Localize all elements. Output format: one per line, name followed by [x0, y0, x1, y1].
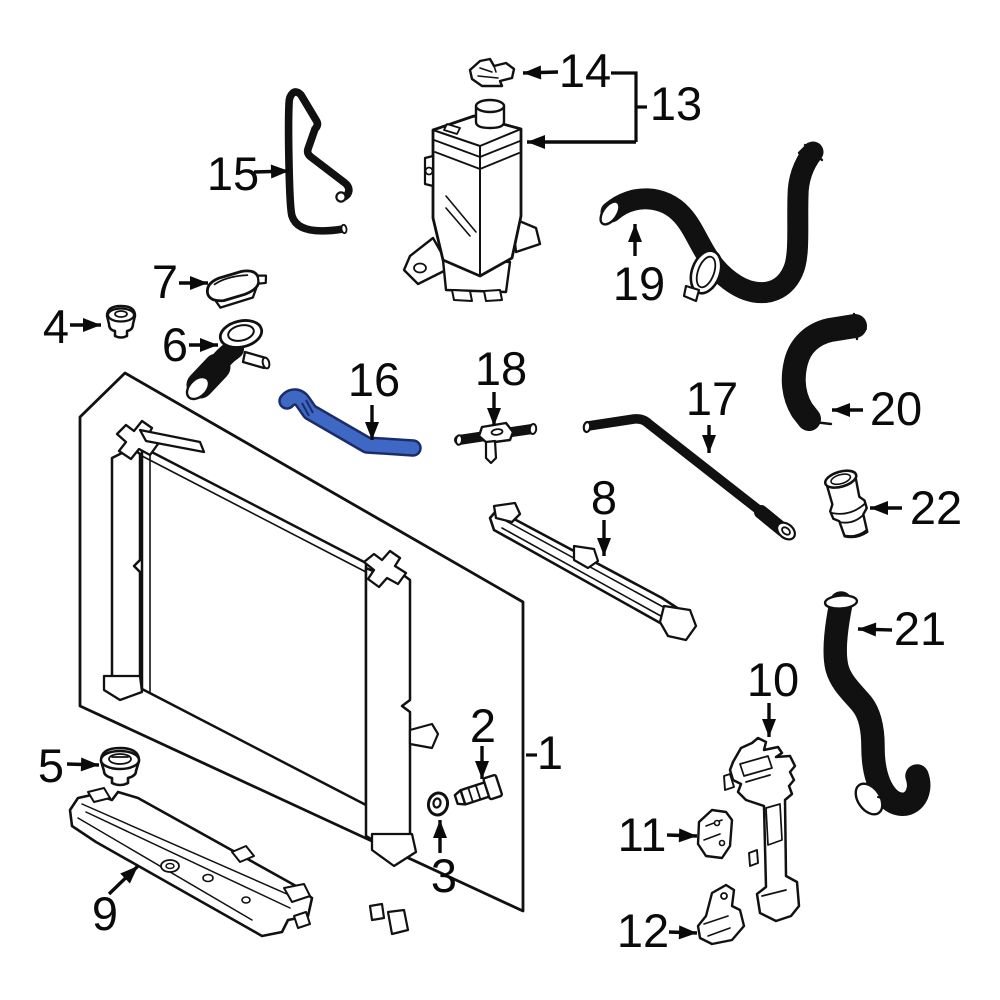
- right-top-clip: [362, 549, 408, 589]
- part-17-water-pipe[interactable]: [582, 414, 798, 543]
- callout-label-21[interactable]: 21: [894, 602, 946, 655]
- part-2-drain-plug[interactable]: [453, 773, 503, 810]
- callout-label-18[interactable]: 18: [475, 342, 527, 395]
- part-6-water-inlet[interactable]: [183, 317, 271, 404]
- part-16-highlighted-hose[interactable]: [278, 388, 422, 457]
- part-9-lower-air-guide[interactable]: [68, 787, 314, 938]
- part-11-small-bracket-upper[interactable]: [696, 808, 734, 860]
- callout-label-20[interactable]: 20: [870, 382, 922, 435]
- part-21-lower-radiator-hose[interactable]: [823, 591, 931, 819]
- callout-label-12[interactable]: 12: [617, 904, 669, 957]
- callout-label-14[interactable]: 14: [559, 44, 611, 97]
- callout-arrow-9: [107, 864, 140, 896]
- callout-label-3[interactable]: 3: [431, 849, 457, 902]
- callout-label-19[interactable]: 19: [613, 257, 665, 310]
- part-3-drain-plug-gasket[interactable]: [426, 791, 450, 817]
- callout-label-17[interactable]: 17: [686, 372, 738, 425]
- callout-arrow-21: [857, 622, 893, 637]
- part-10-side-support-bracket[interactable]: [723, 736, 801, 923]
- callout-label-22[interactable]: 22: [910, 481, 962, 534]
- part-5-grommet-lower[interactable]: [99, 746, 141, 787]
- callout-label-5[interactable]: 5: [38, 739, 64, 792]
- right-member-foot: [370, 832, 418, 868]
- part-12-small-bracket-lower[interactable]: [696, 883, 746, 946]
- callout-arrow-15: [253, 164, 290, 179]
- part-22-inlet-connector[interactable]: [820, 467, 873, 541]
- callout-label-15[interactable]: 15: [207, 147, 259, 200]
- callout-label-11[interactable]: 11: [618, 808, 667, 861]
- hose-crease-lines: [301, 399, 314, 417]
- right-side-member: [364, 566, 412, 850]
- part-4-grommet-upper[interactable]: [105, 304, 137, 339]
- callout-label-7[interactable]: 7: [152, 255, 178, 308]
- callout-label-4[interactable]: 4: [43, 300, 69, 353]
- upper-bar: [138, 428, 206, 454]
- part-1-radiator-assembly[interactable]: [78, 371, 525, 936]
- left-side-member: [110, 446, 142, 690]
- right-side-tab: [408, 722, 440, 750]
- callout-bracket-13: [611, 71, 647, 142]
- callout-label-10[interactable]: 10: [747, 653, 799, 706]
- callout-label-2[interactable]: 2: [470, 699, 496, 752]
- core-header-lines: [141, 450, 367, 694]
- callout-arrow-14: [522, 65, 559, 80]
- callout-arrow-12: [668, 925, 698, 940]
- callout-label-8[interactable]: 8: [591, 471, 617, 524]
- part-8-upper-support-bar[interactable]: [488, 501, 698, 642]
- part-19-upper-radiator-hose[interactable]: [597, 141, 824, 304]
- callout-label-1[interactable]: 1: [537, 726, 563, 779]
- left-member-foot: [102, 674, 144, 702]
- callout-arrow-5: [66, 757, 100, 772]
- part-20-elbow-hose[interactable]: [781, 312, 867, 431]
- callout-label-13[interactable]: 13: [650, 77, 702, 130]
- callout-label-6[interactable]: 6: [162, 318, 188, 371]
- part-18-tee-pipe[interactable]: [454, 421, 538, 465]
- lower-mount-tabs: [368, 902, 410, 936]
- callout-label-9[interactable]: 9: [92, 887, 118, 940]
- part-15-overflow-hose[interactable]: [284, 88, 353, 235]
- callout-label-16[interactable]: 16: [348, 353, 400, 406]
- part-14-tank-cap-bracket[interactable]: [468, 57, 516, 88]
- part-7-radiator-cap[interactable]: [204, 266, 270, 310]
- callout-arrow-11: [666, 828, 698, 843]
- part-13-reserve-tank[interactable]: [402, 98, 542, 302]
